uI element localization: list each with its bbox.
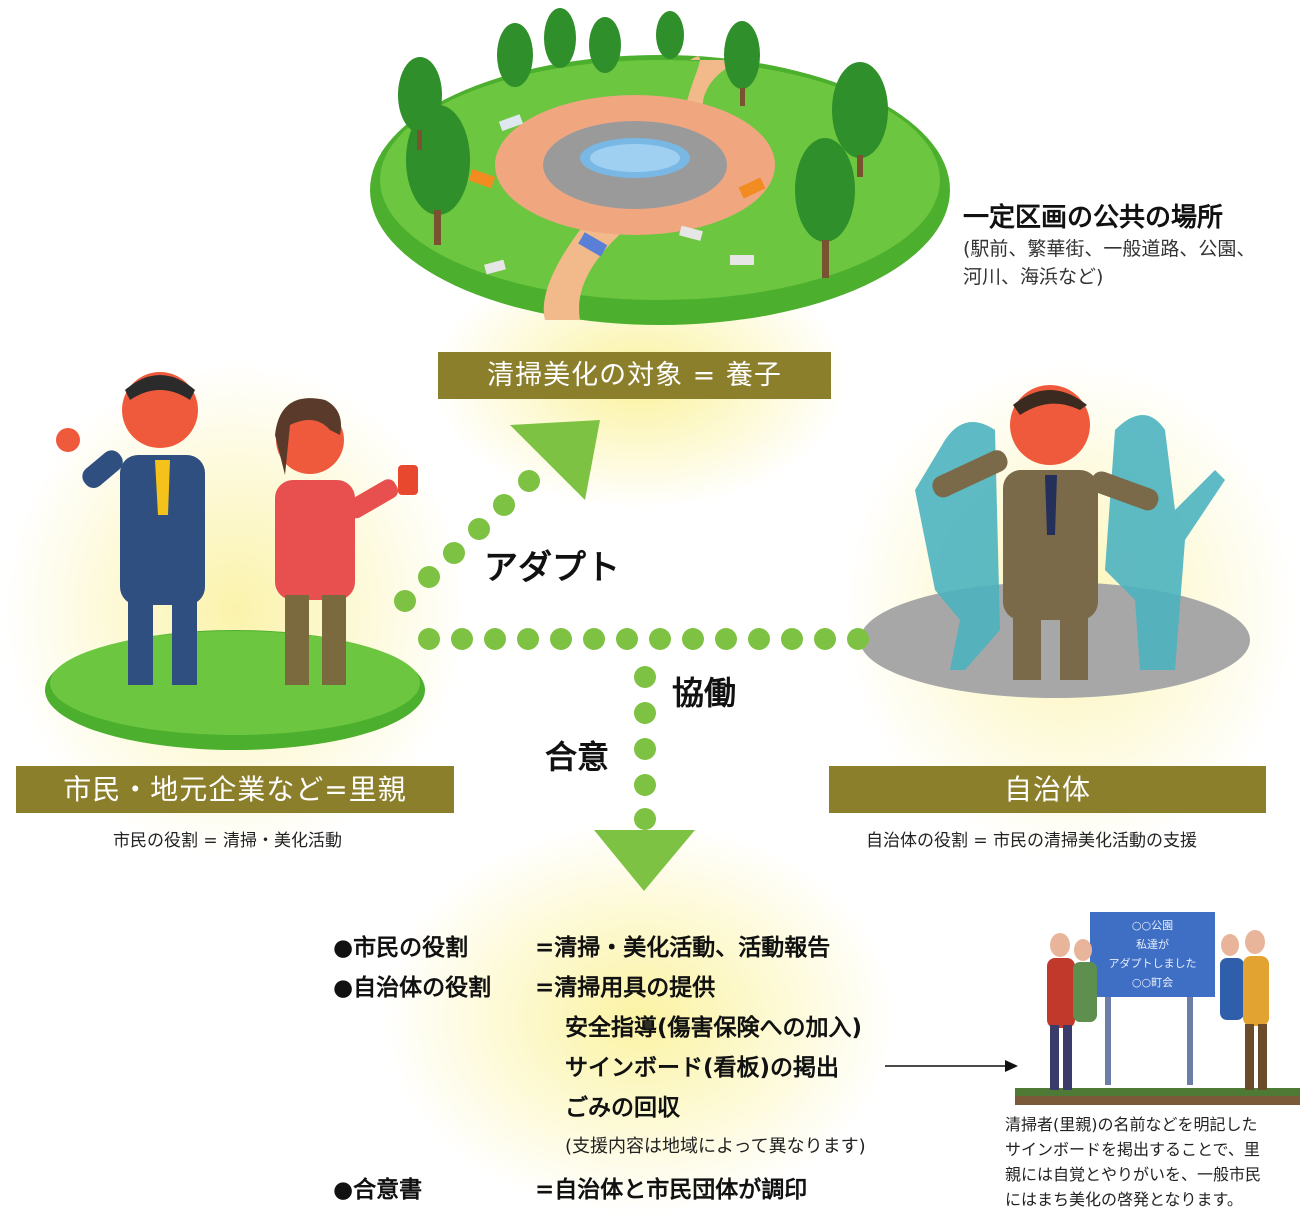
municipality-illustration — [860, 385, 1250, 698]
citizen-banner: 市民・地元企業など=里親 — [16, 766, 454, 813]
citizen-role-note: 市民の役割 = 清掃・美化活動 — [113, 831, 343, 851]
list-municipality-value-4: ごみの回収 — [565, 1095, 680, 1121]
citizen-banner-label: 市民・地元企業など=里親 — [63, 773, 407, 806]
list-citizen-label: ●市民の役割 — [333, 935, 469, 961]
caption-line-3: 親には自覚とやりがいを、一般市民 — [1005, 1165, 1262, 1184]
municipality-role-note: 自治体の役割 = 市民の清掃美化活動の支援 — [866, 831, 1198, 851]
list-municipality-value-3: サインボード(看板)の掲出 — [565, 1055, 840, 1081]
place-subtitle-line2: 河川、海浜など) — [963, 266, 1104, 288]
municipality-banner-label: 自治体 — [1003, 773, 1091, 806]
place-title: 一定区画の公共の場所 — [963, 203, 1224, 233]
sign-line-3: アダプトしました — [1108, 957, 1197, 970]
agreement-label: 合意 — [545, 738, 610, 776]
citizens-illustration — [45, 372, 425, 750]
signboard-illustration: ○○公園 私達が アダプトしました ○○町会 — [1015, 900, 1300, 1105]
signboard-caption: 清掃者(里親)の名前などを明記した サインボードを掲出することで、里 親には自覚… — [1005, 1112, 1305, 1212]
park-illustration — [370, 8, 950, 325]
agreement-arrow-head — [594, 830, 695, 891]
list-municipality-value-1: =清掃用具の提供 — [535, 975, 716, 1001]
caption-line-2: サインボードを掲出することで、里 — [1005, 1140, 1260, 1159]
sign-line-4: ○○町会 — [1131, 976, 1174, 989]
adopt-arrow-head — [510, 420, 600, 500]
sign-line-1: ○○公園 — [1131, 919, 1174, 932]
place-subtitle-line1: (駅前、繁華街、一般道路、公園、 — [963, 238, 1256, 260]
list-agreement-value: =自治体と市民団体が調印 — [535, 1177, 808, 1203]
list-municipality-label: ●自治体の役割 — [333, 975, 492, 1001]
adopt-target-banner: 清掃美化の対象 = 養子 — [438, 352, 831, 399]
list-municipality-value-2: 安全指導(傷害保険への加入) — [565, 1015, 863, 1041]
adopt-label: アダプト — [484, 548, 620, 588]
municipality-banner: 自治体 — [829, 766, 1266, 813]
list-citizen-value: =清掃・美化活動、活動報告 — [535, 935, 831, 961]
pointer-arrow — [885, 1060, 1018, 1072]
cooperation-label: 協働 — [672, 674, 737, 712]
adopt-target-label: 清掃美化の対象 = 養子 — [487, 360, 782, 391]
caption-line-1: 清掃者(里親)の名前などを明記した — [1005, 1115, 1258, 1134]
caption-line-4: にはまち美化の啓発となります。 — [1005, 1190, 1243, 1209]
sign-line-2: 私達が — [1136, 938, 1169, 951]
list-municipality-note: (支援内容は地域によって異なります) — [565, 1136, 866, 1157]
list-agreement-label: ●合意書 — [333, 1177, 423, 1203]
